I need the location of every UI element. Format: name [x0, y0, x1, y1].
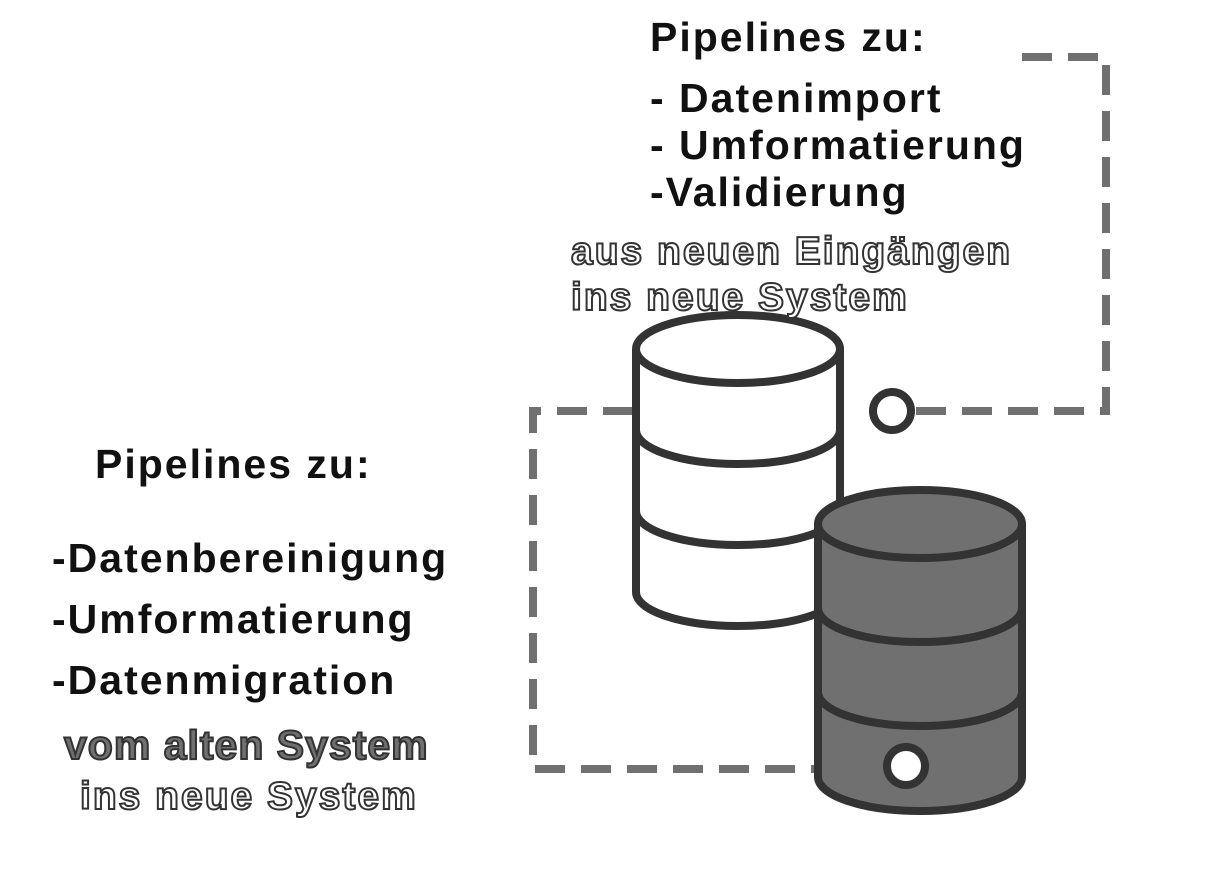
bottom-item-datenmigration: -Datenmigration — [52, 657, 397, 703]
bottom-heading: Pipelines zu: — [95, 441, 372, 487]
top-note-line2: ins neue System — [570, 275, 909, 320]
bottom-note-line1: vom alten System — [63, 721, 429, 769]
top-note-line1: aus neuen Eingängen — [570, 229, 1013, 274]
bottom-item-datenbereinigung: -Datenbereinigung — [52, 535, 449, 581]
bottom-note-line2: ins neue System — [79, 774, 418, 819]
new-database-icon — [632, 311, 844, 630]
top-item-umformatierung: - Umformatierung — [650, 122, 1026, 168]
top-item-datenimport: - Datenimport — [650, 75, 943, 121]
connection-port — [869, 388, 915, 434]
database-port — [883, 743, 929, 789]
top-dashed-connector — [912, 53, 1110, 415]
bottom-item-umformatierung: -Umformatierung — [52, 596, 415, 642]
top-item-validierung: -Validierung — [650, 169, 909, 215]
bottom-dashed-connector — [529, 407, 818, 773]
top-heading: Pipelines zu: — [650, 14, 927, 60]
old-database-icon — [814, 486, 1026, 815]
